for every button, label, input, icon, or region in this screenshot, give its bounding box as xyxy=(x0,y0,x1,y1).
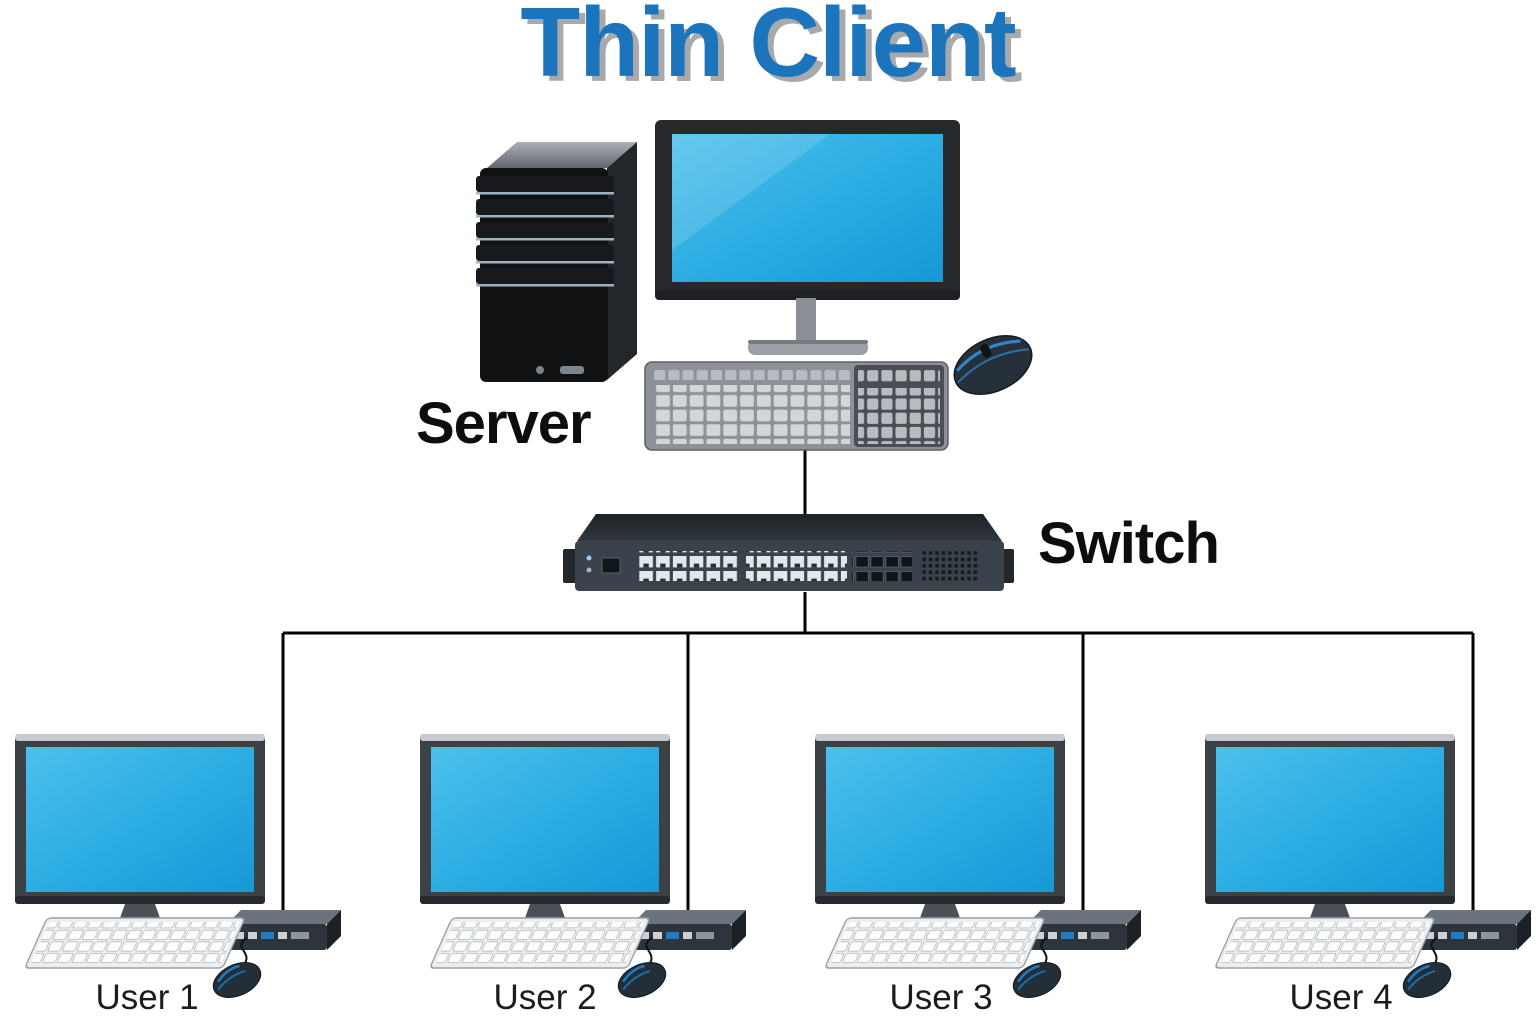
switch-vents xyxy=(920,549,980,583)
numpad-keys xyxy=(858,388,940,444)
user-3-label: User 3 xyxy=(889,978,993,1017)
screen-glare xyxy=(672,134,830,250)
server-mouse xyxy=(953,335,1033,395)
tower-usb-port xyxy=(560,366,584,374)
workstation-user-3 xyxy=(813,732,1143,1006)
workstation-user-2 xyxy=(418,732,748,1006)
mouse-scroll-wheel xyxy=(980,343,992,358)
network-switch xyxy=(563,514,1014,591)
user-2-label: User 2 xyxy=(493,978,597,1017)
diagram-title: Thin Client xyxy=(520,0,1016,97)
switch-led xyxy=(586,555,592,561)
workstation-user-4 xyxy=(1203,732,1533,1006)
network-links xyxy=(281,448,1475,915)
monitor-screen xyxy=(672,134,943,282)
tower-top xyxy=(487,142,637,168)
user-4-label: User 4 xyxy=(1289,978,1393,1017)
server-keyboard xyxy=(644,361,949,451)
switch-label: Switch xyxy=(1038,511,1220,576)
server-monitor xyxy=(655,120,960,355)
function-row xyxy=(654,368,850,380)
user-1-label: User 1 xyxy=(95,978,199,1017)
console-port xyxy=(601,557,621,574)
stand-base-edge xyxy=(748,340,868,344)
tower-power-button xyxy=(536,366,544,374)
numpad-top-row xyxy=(858,370,940,382)
workstation-user-1 xyxy=(13,732,343,1006)
server-label: Server xyxy=(416,391,592,456)
rj45-port-group-1 xyxy=(638,551,739,581)
tower-drive-bays xyxy=(476,176,614,287)
rj45-port-group-2 xyxy=(746,551,847,581)
switch-led xyxy=(586,567,592,573)
monitor-chin xyxy=(655,290,960,300)
server-tower xyxy=(476,142,637,382)
monitor-stand-neck xyxy=(796,298,816,344)
sfp-port-group xyxy=(852,551,912,581)
tower-side xyxy=(607,142,637,380)
switch-top xyxy=(577,514,1002,541)
main-keys xyxy=(654,385,850,444)
